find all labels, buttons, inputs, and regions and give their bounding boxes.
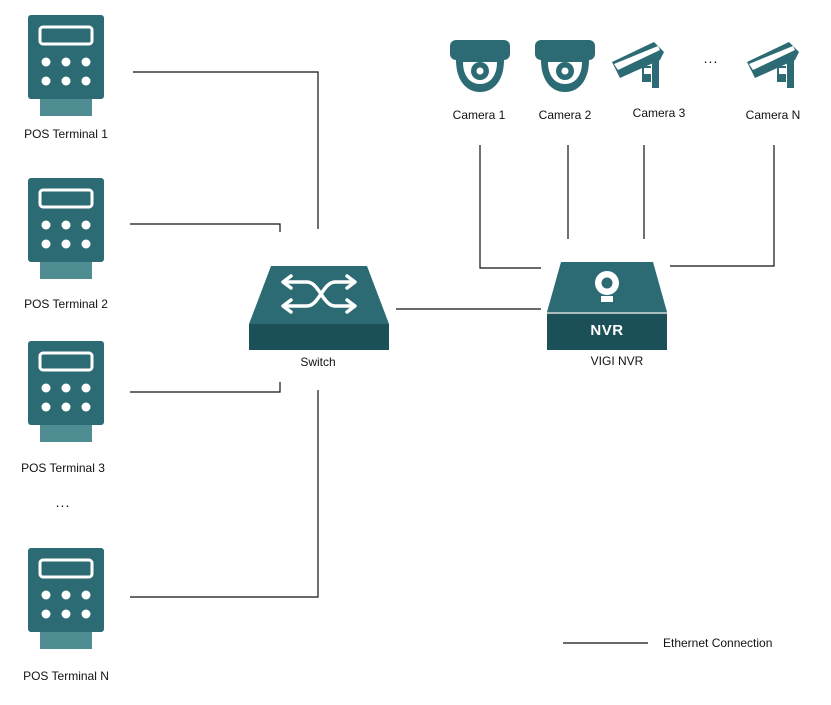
pos-terminal-3-label: POS Terminal 3 xyxy=(21,461,105,475)
link-cam1-nvr xyxy=(479,145,541,269)
pos-terminal-icon-4 xyxy=(28,548,104,649)
pos-terminal-icon-2 xyxy=(28,178,104,279)
pos-terminal-icon-1 xyxy=(28,15,104,116)
camera-ellipsis: ... xyxy=(703,50,719,66)
nvr-badge: NVR xyxy=(590,322,624,339)
legend-label: Ethernet Connection xyxy=(663,636,773,650)
pos-terminal-1-label: POS Terminal 1 xyxy=(24,127,108,141)
bullet-camera-icon-3 xyxy=(612,42,664,88)
camera-3-label: Camera 3 xyxy=(632,106,686,120)
dome-camera-icon-2 xyxy=(535,40,595,92)
link-pos3-switch xyxy=(130,382,281,393)
camera-2-label: Camera 2 xyxy=(538,108,592,122)
link-pos1-switch xyxy=(133,71,319,229)
link-camn-nvr xyxy=(670,145,775,267)
camera-1-label: Camera 1 xyxy=(452,108,506,122)
link-posn-switch xyxy=(130,390,319,598)
dome-camera-icon-1 xyxy=(450,40,510,92)
network-switch-icon xyxy=(249,266,389,350)
nvr-label: VIGI NVR xyxy=(590,354,644,368)
nvr-recorder-icon xyxy=(547,262,667,350)
link-pos2-switch xyxy=(130,223,281,232)
bullet-camera-icon-4 xyxy=(747,42,799,88)
camera-n-label: Camera N xyxy=(745,108,801,122)
switch-label: Switch xyxy=(300,355,336,369)
pos-terminal-icon-3 xyxy=(28,341,104,442)
pos-terminal-n-label: POS Terminal N xyxy=(23,669,109,683)
pos-terminal-2-label: POS Terminal 2 xyxy=(24,297,108,311)
pos-ellipsis: ... xyxy=(55,494,71,510)
